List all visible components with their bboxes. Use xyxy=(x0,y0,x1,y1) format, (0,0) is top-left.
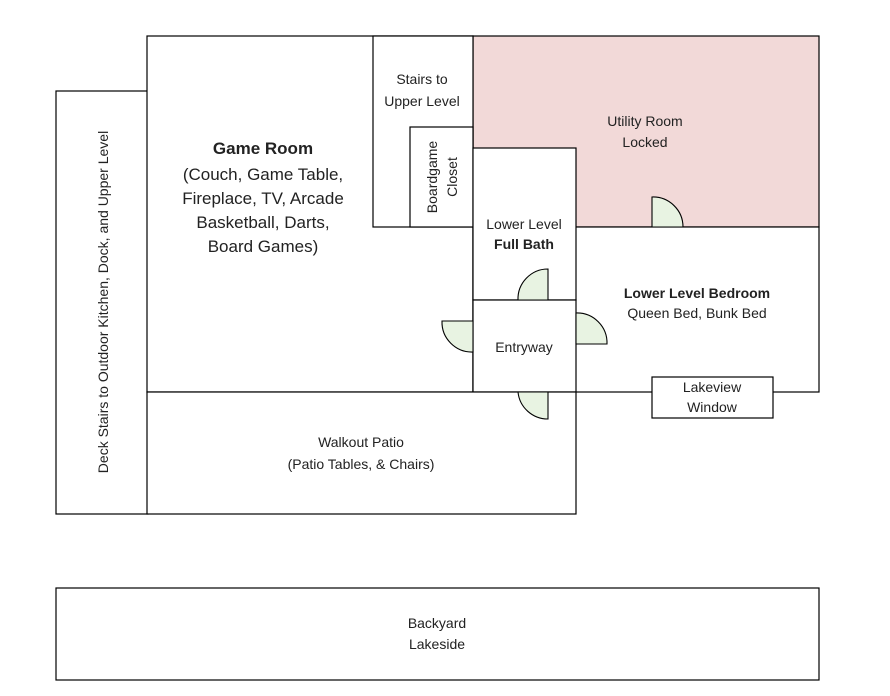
utility-door-swing xyxy=(651,196,684,228)
backyard-line-1: Backyard xyxy=(408,615,466,631)
game-room-detail-4: Board Games) xyxy=(208,237,319,256)
bedroom-title: Lower Level Bedroom xyxy=(624,285,770,301)
game-room-door-swing xyxy=(441,320,474,353)
stairs-line-1: Stairs to xyxy=(396,71,448,87)
game-room-detail-1: (Couch, Game Table, xyxy=(183,165,343,184)
backyard xyxy=(55,587,820,681)
closet-line-1: Boardgame xyxy=(424,141,440,214)
deck-stairs-area xyxy=(55,90,149,515)
backyard-line-2: Lakeside xyxy=(409,636,465,652)
bath-door-swing xyxy=(517,268,549,301)
game-room-title: Game Room xyxy=(213,139,313,158)
entry-door-swing xyxy=(517,391,549,420)
utility-room-line-2: Locked xyxy=(622,134,667,150)
patio-line-2: (Patio Tables, & Chairs) xyxy=(288,456,435,472)
patio-line-1: Walkout Patio xyxy=(318,434,404,450)
walkout-patio xyxy=(146,391,577,515)
bedroom-door-swing xyxy=(575,312,608,345)
window-line-2: Window xyxy=(687,399,738,415)
deck-stairs-label: Deck Stairs to Outdoor Kitchen, Dock, an… xyxy=(95,131,111,473)
lakeview-window xyxy=(651,376,774,419)
entryway-label: Entryway xyxy=(495,339,553,355)
full-bath xyxy=(472,147,577,301)
utility-room-line-1: Utility Room xyxy=(607,113,682,129)
bath-line-1: Lower Level xyxy=(486,216,562,232)
game-room-detail-2: Fireplace, TV, Arcade xyxy=(182,189,344,208)
closet-line-2: Closet xyxy=(444,157,460,197)
stairs-line-2: Upper Level xyxy=(384,93,460,109)
window-line-1: Lakeview xyxy=(683,379,742,395)
bath-line-2: Full Bath xyxy=(494,236,554,252)
game-room-detail-3: Basketball, Darts, xyxy=(196,213,329,232)
bedroom-subtitle: Queen Bed, Bunk Bed xyxy=(627,305,766,321)
boardgame-closet xyxy=(409,126,474,228)
